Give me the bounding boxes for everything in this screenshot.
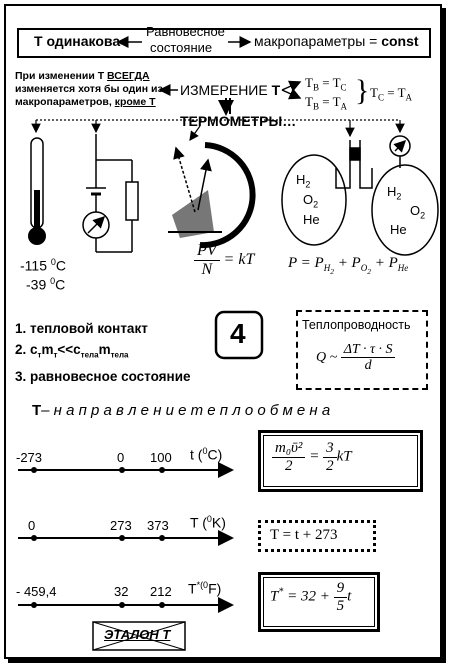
conditions: 1. тепловой контакт 2. cтmт<<cтелаmтела … (15, 321, 191, 384)
gas-left-he: He (303, 212, 320, 227)
conductivity-title: Теплопроводность (302, 318, 411, 332)
celsius-scale (18, 462, 234, 478)
gas-right-he: He (390, 222, 407, 237)
gas-left-h2: H2 (296, 172, 311, 190)
note-text: При изменении Т ВСЕГДА изменяется хотя б… (15, 70, 163, 108)
gas-right-h2: H2 (387, 184, 402, 202)
top-summary-box (17, 28, 431, 58)
etalon-label: ЭТАЛОН Т (104, 627, 171, 642)
gas-left-o2: O2 (303, 192, 319, 210)
top-right-text: макропараметры = const (254, 33, 419, 49)
number-label: 4 (230, 318, 246, 349)
celsius-tick-3: 100 (150, 450, 172, 465)
dial-thermometer (168, 142, 256, 249)
resistance-circuit (82, 134, 139, 253)
kelvin-tick-2: 273 (110, 518, 132, 533)
kelvin-unit: T (0K) (190, 514, 226, 531)
measure-eq2: TB = TA (305, 94, 348, 112)
measure-result: TC = TA (370, 85, 413, 103)
partial-pressure-formula: P = PH2 + PO2 + PHe (288, 255, 409, 276)
etalon-box (92, 621, 186, 651)
measure-brace: } (355, 74, 370, 107)
heat-exchange-heading: Т– н а п р а в л е н и е т е п л о о б м… (32, 402, 331, 419)
page-frame (4, 4, 442, 659)
thermometers-title: ТЕРМОМЕТРЫ… (180, 113, 297, 129)
liquid-thermometer (28, 137, 46, 245)
temp-2: -39 0C (26, 276, 66, 293)
fahrenheit-tick-1: - 459,4 (16, 584, 57, 599)
measure-label: ИЗМЕРЕНИЕ Т (180, 82, 281, 98)
fahrenheit-unit: T*(0F) (188, 580, 222, 597)
conductivity-box (296, 310, 428, 390)
kinetic-energy-box (258, 430, 423, 492)
number-box (214, 310, 264, 360)
celsius-unit: t (0C) (190, 446, 223, 463)
gas-right-o2: O2 (410, 203, 426, 221)
kelvin-tick-1: 0 (28, 518, 36, 533)
gas-flask-right (371, 135, 439, 256)
celsius-tick-1: -273 (16, 450, 43, 465)
gas-flask-left (281, 140, 373, 246)
fahrenheit-conversion-box (258, 572, 380, 632)
top-middle-line2: состояние (150, 40, 213, 55)
top-middle-line1: Равновесное (146, 24, 225, 39)
temp-1: -115 0C (20, 257, 67, 274)
kelvin-tick-3: 373 (147, 518, 169, 533)
fahrenheit-tick-3: 212 (150, 584, 172, 599)
kelvin-scale (18, 530, 234, 546)
fahrenheit-tick-2: 32 (114, 584, 129, 599)
top-left-text: T одинакова (34, 33, 121, 49)
kelvin-conversion-formula: T = t + 273 (270, 527, 338, 543)
fahrenheit-scale (18, 597, 234, 613)
celsius-tick-2: 0 (117, 450, 125, 465)
kelvin-conversion-box (258, 520, 376, 552)
measure-eq1: TB = TC (305, 75, 347, 93)
